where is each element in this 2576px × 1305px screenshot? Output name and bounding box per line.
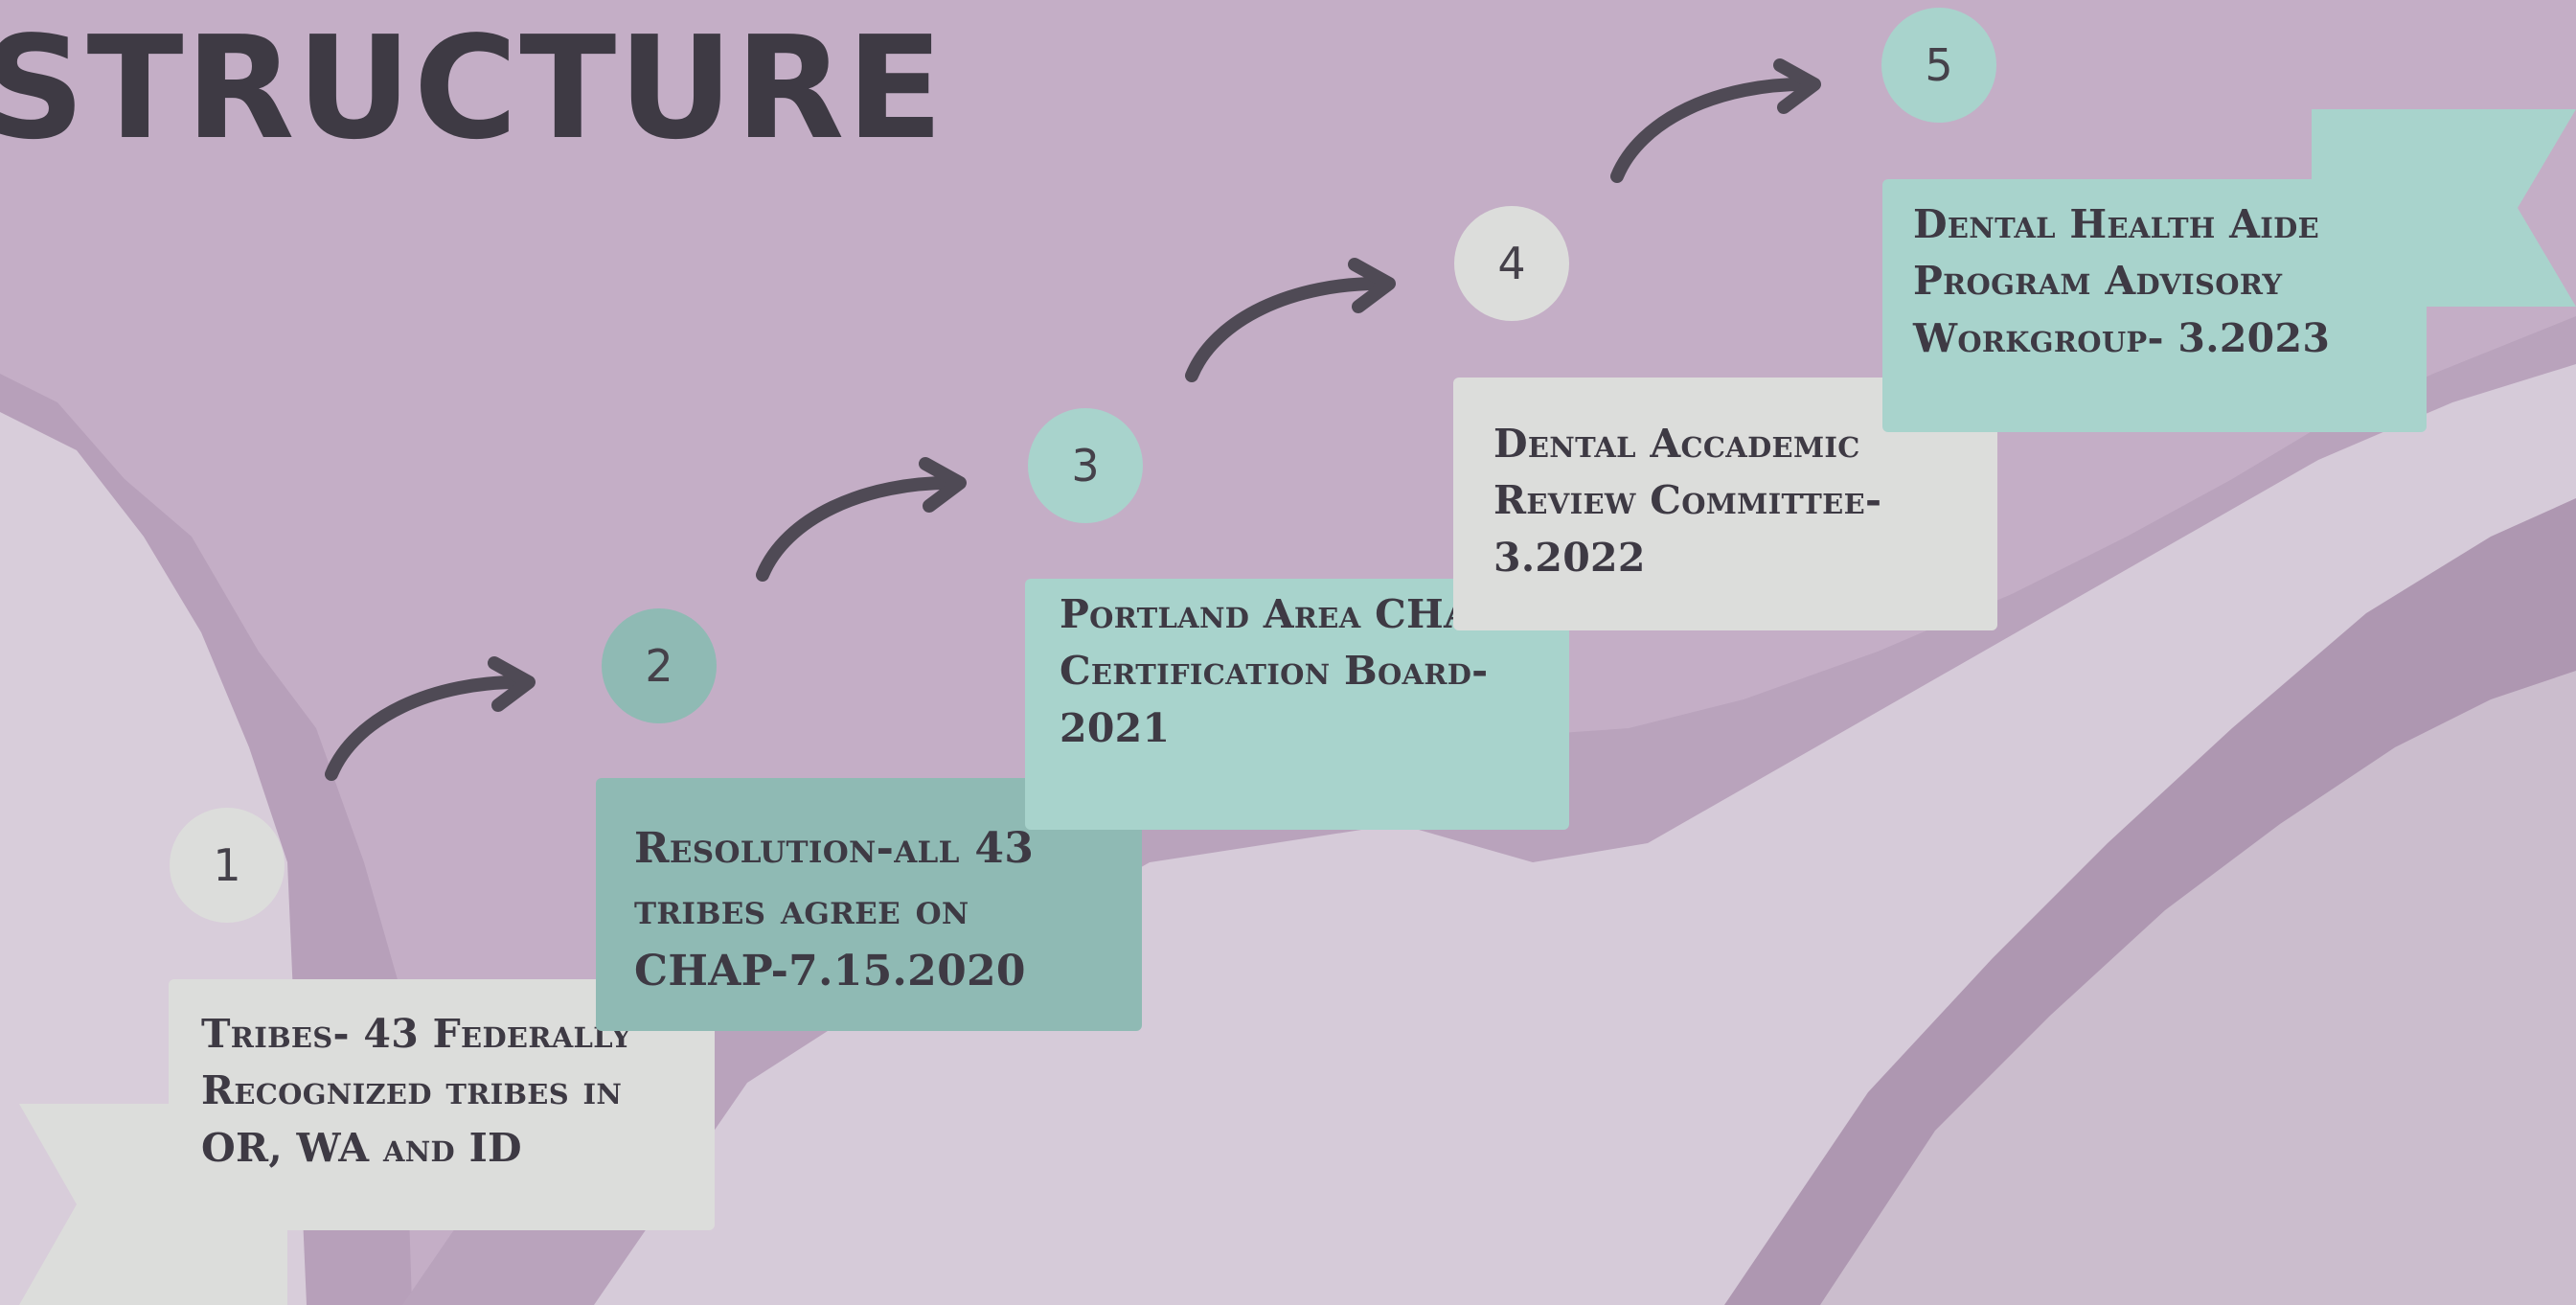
step-4-circle: 4 [1454, 206, 1569, 321]
step-5-box: Dental Health Aide Program Advisory Work… [1882, 179, 2427, 432]
arrow-3-to-4 [1185, 258, 1396, 382]
step-3-circle: 3 [1028, 408, 1143, 523]
page-title: STRUCTURE [0, 6, 946, 171]
step-2-label: Resolution-all 43 tribes agree on CHAP-7… [634, 824, 1035, 996]
arrow-4-to-5 [1610, 58, 1821, 183]
step-1-label: Tribes- 43 Federally Recognized tribes i… [201, 1011, 632, 1171]
step-2-number: 2 [645, 640, 673, 692]
step-3-number: 3 [1071, 440, 1100, 492]
step-5-circle: 5 [1881, 8, 1996, 123]
step-3-label: Portland Area CHAP Certification Board-2… [1060, 591, 1505, 751]
step-1-circle: 1 [170, 808, 285, 923]
step-1-number: 1 [213, 839, 241, 891]
step-4-label: Dental Accademic Review Committee-3.2022 [1493, 421, 1882, 581]
arrow-2-to-3 [756, 457, 967, 582]
step-2-circle: 2 [602, 608, 717, 723]
step-4-number: 4 [1497, 238, 1526, 289]
step-5-number: 5 [1925, 39, 1953, 91]
step-4-box: Dental Accademic Review Committee-3.2022 [1453, 378, 1997, 630]
step-5-label: Dental Health Aide Program Advisory Work… [1913, 201, 2331, 361]
arrow-1-to-2 [325, 656, 536, 781]
